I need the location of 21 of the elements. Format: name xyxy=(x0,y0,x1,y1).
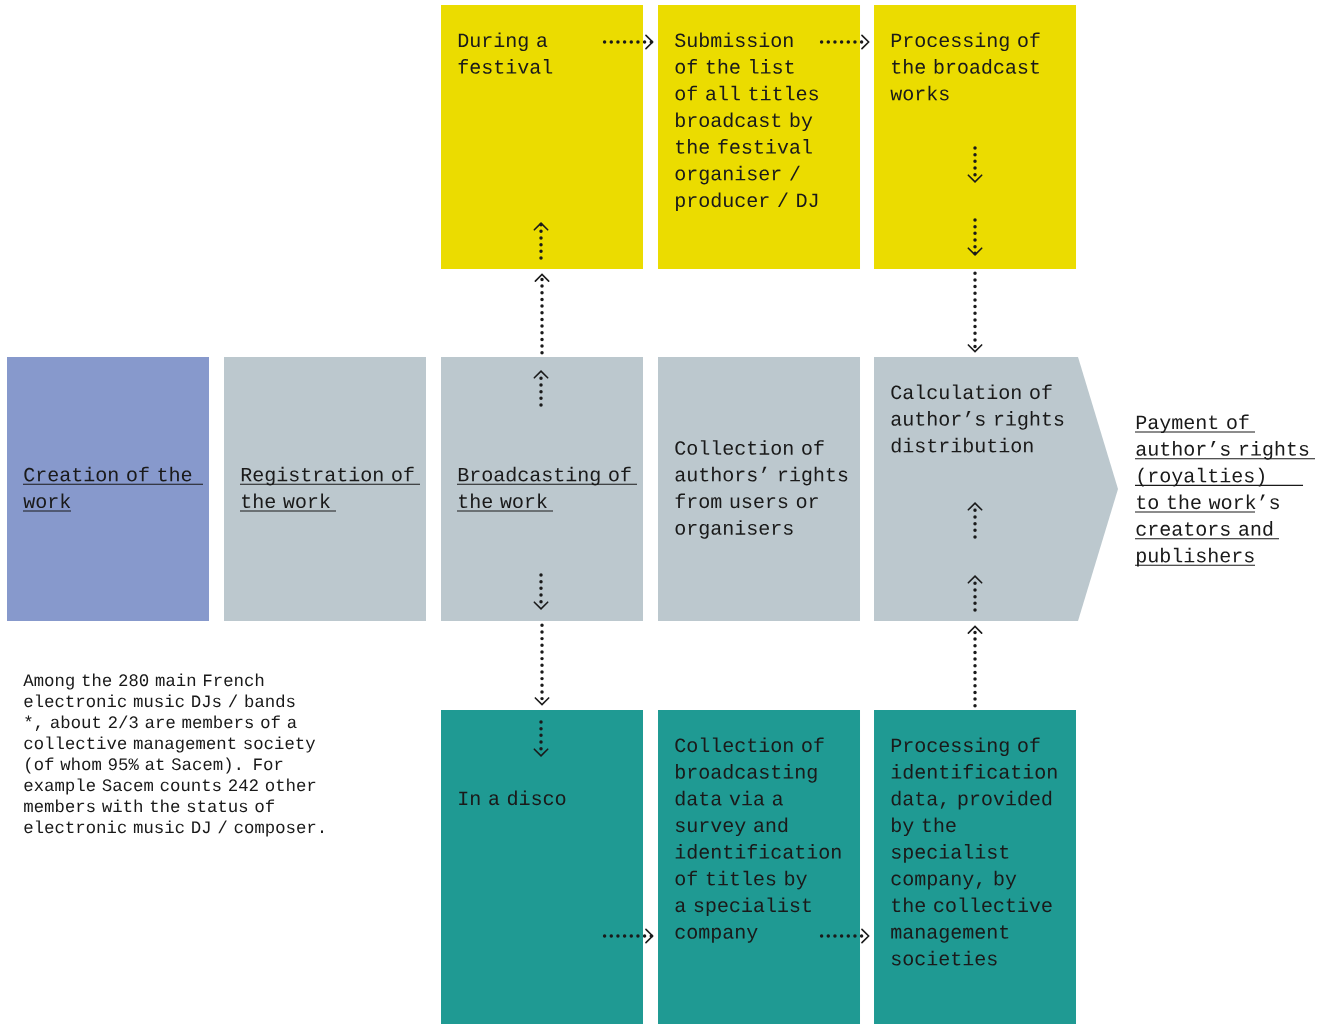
process-box: Broadcasting of the work xyxy=(441,357,643,621)
process-box: Creation of the work xyxy=(7,357,209,621)
arrow xyxy=(819,928,870,944)
arrow xyxy=(967,625,983,708)
note-text: Among the 280 main French electronic music DJs / bands *, about 2/3 are members of a collective management society (of whom 95% at Sacem). For example Sacem counts 242 other members with the status of electronic music DJ / composer. xyxy=(23,673,323,837)
process-box: Processing of the broadcast works xyxy=(874,5,1076,269)
process-box: During a festival xyxy=(441,5,643,269)
underlined-text: Payment of author’s rights (royalties) to the work’s creators and publishers xyxy=(1134,414,1316,567)
process-box: Calculation of author’s rights distribution xyxy=(874,357,1118,621)
arrow xyxy=(967,271,983,353)
process-box: Processing of identification data, provided by the specialist company, by the collective management societies xyxy=(874,710,1076,1024)
process-box: Collection of authors’ rights from users or organisers xyxy=(658,357,860,621)
process-box: Submission of the list of all titles broadcast by the festival organiser / producer / DJ xyxy=(658,5,860,269)
arrow xyxy=(602,928,654,944)
arrow xyxy=(534,623,550,706)
arrow xyxy=(819,34,870,50)
process-box: Collection of broadcasting data via a survey and identification of titles by a specialist company xyxy=(658,710,860,1024)
process-box: Registration of the work xyxy=(224,357,426,621)
arrow xyxy=(602,34,654,50)
process-box: In a disco xyxy=(441,710,643,1024)
arrow xyxy=(534,273,550,355)
